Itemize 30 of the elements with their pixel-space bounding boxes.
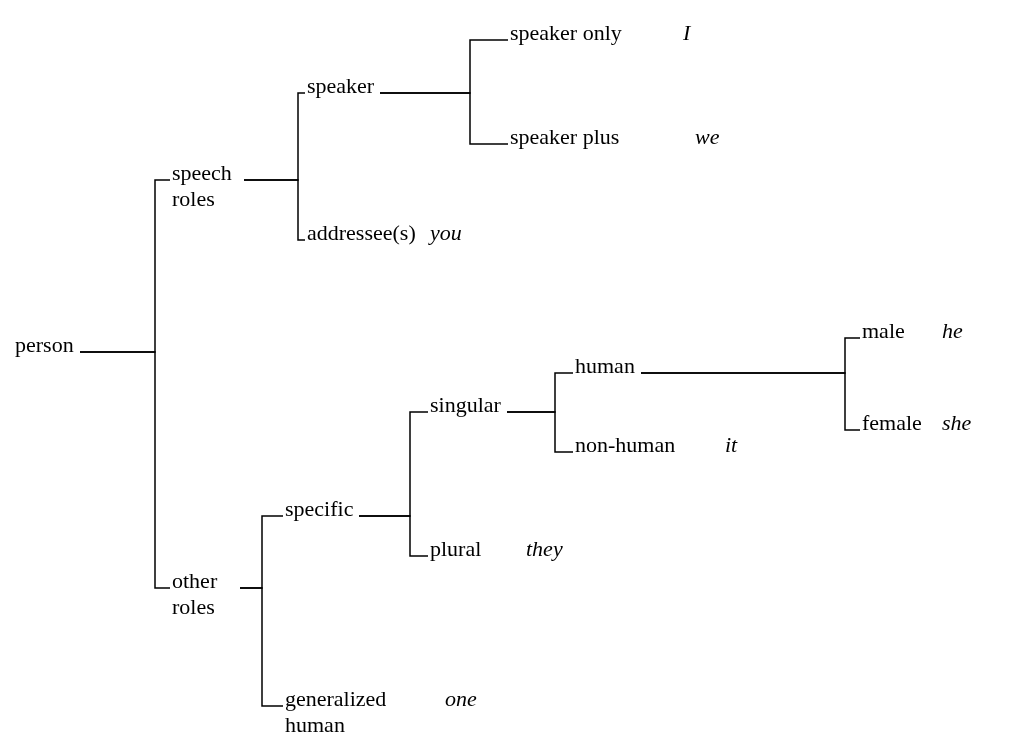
feature-label: human bbox=[575, 353, 635, 379]
feature-label: female bbox=[862, 410, 922, 436]
feature-label: speech roles bbox=[172, 160, 238, 212]
feature-label: speaker plus bbox=[510, 124, 620, 150]
feature-label: speaker bbox=[307, 73, 375, 99]
pronoun-label: he bbox=[942, 318, 963, 344]
feature-label: singular bbox=[430, 392, 501, 418]
bracket-line bbox=[243, 179, 306, 241]
feature-label: other roles bbox=[172, 568, 234, 620]
bracket-line bbox=[379, 92, 509, 145]
bracket-line bbox=[640, 372, 861, 431]
pronoun-label: we bbox=[695, 124, 720, 150]
pronoun-label: it bbox=[725, 432, 738, 458]
feature-label: speaker only bbox=[510, 20, 622, 46]
pronoun-label: one bbox=[445, 686, 477, 712]
feature-label: addressee(s) bbox=[307, 220, 416, 246]
bracket-line bbox=[506, 411, 574, 453]
pronoun-label: she bbox=[942, 410, 972, 436]
feature-label: specific bbox=[285, 496, 354, 522]
feature-label: person bbox=[15, 332, 74, 358]
bracket-line bbox=[358, 515, 429, 557]
bracket-line bbox=[239, 587, 284, 707]
feature-label: male bbox=[862, 318, 905, 344]
pronoun-label: I bbox=[683, 20, 691, 46]
feature-label: non-human bbox=[575, 432, 676, 458]
feature-label: plural bbox=[430, 536, 482, 562]
bracket-line bbox=[79, 351, 171, 589]
feature-label: generalized human bbox=[285, 686, 415, 738]
pronoun-label: they bbox=[526, 536, 563, 562]
pronoun-label: you bbox=[430, 220, 462, 246]
